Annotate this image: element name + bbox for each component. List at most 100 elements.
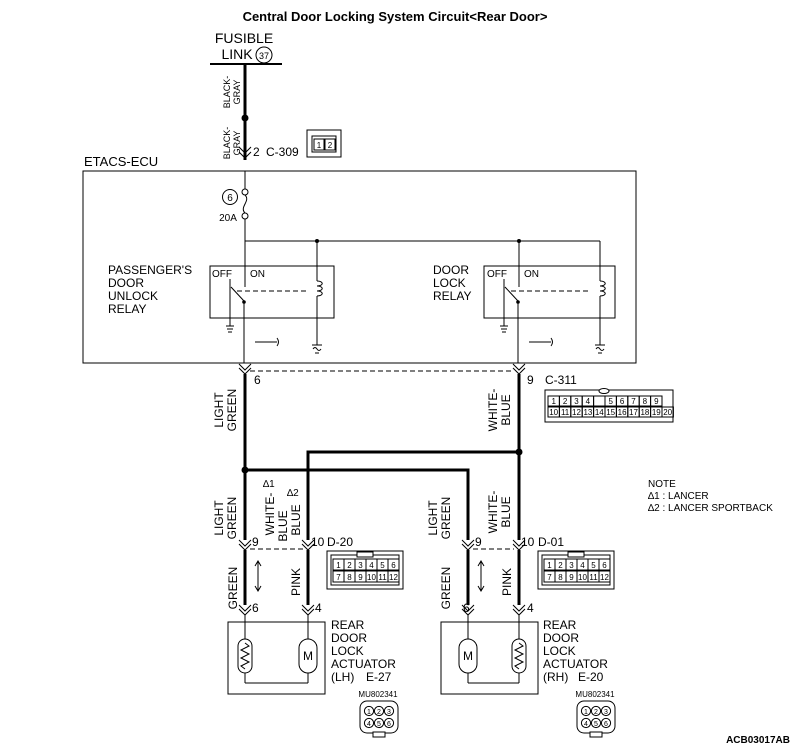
wire-color-light-green-upper-1: LIGHT <box>212 392 226 428</box>
d01-mark-right-a <box>512 539 526 547</box>
wire-color-black-gray-2b: GRAY <box>232 131 242 156</box>
c311-mark-left-b <box>238 367 252 375</box>
e27-name: E-27 <box>366 670 392 684</box>
e27-mark-left-b <box>238 608 252 616</box>
e27-connector-latch <box>372 731 386 738</box>
e20-pin-label: 1 <box>584 709 588 716</box>
d01-pin-right: 10 <box>521 535 535 549</box>
wire-color-light-green-upper-2: GREEN <box>225 389 239 432</box>
e27-pin <box>363 717 375 729</box>
relay1-coil-ground-2 <box>312 347 322 351</box>
c311-cell-label: 19 <box>652 408 661 417</box>
wire-color-blue-star1: BLUE <box>276 510 290 541</box>
relay1-output-break <box>276 337 279 347</box>
current-arrow-rh <box>477 560 485 592</box>
e20-mark-left-a <box>461 604 475 612</box>
c311-cell-label: 1 <box>551 397 556 406</box>
relay2-box <box>483 265 616 319</box>
e27-pin <box>373 705 385 717</box>
d20-pin-right: 10 <box>311 535 325 549</box>
d20-cell-label: 3 <box>358 561 363 570</box>
c309-cell-2 <box>324 138 336 151</box>
d01-cell-label: 11 <box>589 573 598 582</box>
wire-color-white-star1: WHITE- <box>263 493 277 536</box>
e20-pin-label: 4 <box>584 721 588 728</box>
e27-pin <box>363 705 375 717</box>
relay2-switch-arm <box>504 286 519 302</box>
fuse-element <box>242 194 248 214</box>
fuse-number-circle <box>222 189 238 205</box>
d20-cell-label: 8 <box>347 573 352 582</box>
e27-mark-left-a <box>238 604 252 612</box>
d20-name: D-20 <box>327 535 353 549</box>
d20-cell-label: 7 <box>336 573 341 582</box>
c311-cell-label: 15 <box>606 408 615 417</box>
e27-pin <box>383 705 395 717</box>
c311-pin-right: 9 <box>527 373 534 387</box>
e27-part-number: MU802341 <box>358 690 398 699</box>
e20-pin-right: 4 <box>527 601 534 615</box>
relay1-on-label: ON <box>250 269 265 280</box>
wire-color-green-rh: GREEN <box>439 567 453 610</box>
rh-motor-label: M <box>463 649 473 663</box>
d20-mark-left-a <box>238 539 252 547</box>
c311-cell-label: 20 <box>663 408 672 417</box>
e20-pin-left: 6 <box>463 601 470 615</box>
lh-motor-label: M <box>303 649 313 663</box>
fuse-number: 6 <box>227 193 233 204</box>
d20-mark-right-a <box>301 539 315 547</box>
d01-mark-left-b <box>461 543 475 551</box>
d20-connector-outline <box>326 550 404 590</box>
c309-name: C-309 <box>266 145 299 159</box>
c309-connector-outline <box>306 129 342 158</box>
c311-name: C-311 <box>545 373 577 387</box>
connector-mark-c309-b <box>238 151 252 159</box>
c311-cell-label: 2 <box>563 397 568 406</box>
relay1-label-2: DOOR <box>108 276 144 290</box>
ecu-name: ETACS-ECU <box>84 154 158 169</box>
relay2-output-break <box>550 337 553 347</box>
rh-heater-element <box>513 642 525 670</box>
d20-cell-label: 6 <box>391 561 396 570</box>
e27-pin <box>383 717 395 729</box>
c311-cell <box>650 395 663 407</box>
d20-key <box>356 551 374 558</box>
fuse-terminal-top <box>241 188 249 196</box>
c311-mark-left-a <box>238 363 252 371</box>
e27-connector-outline <box>359 700 399 734</box>
e27-pin-label: 1 <box>367 709 371 716</box>
d01-mark-left-a <box>461 539 475 547</box>
relay2-on-label: ON <box>524 269 539 280</box>
wire-color-light-green-rh-2: GREEN <box>439 497 453 540</box>
d01-cell <box>598 558 611 571</box>
wire-color-pink-rh: PINK <box>500 568 514 596</box>
diagram-title: Central Door Locking System Circuit<Rear… <box>243 9 548 24</box>
d20-cell <box>387 558 400 571</box>
wire-color-blue-star2: BLUE <box>289 504 303 535</box>
d20-cell-label: 1 <box>336 561 341 570</box>
e20-name: E-20 <box>578 670 604 684</box>
lh-label-1: REAR <box>331 618 365 632</box>
d01-cell-label: 4 <box>580 561 585 570</box>
relay1-label-1: PASSENGER'S <box>108 263 192 277</box>
c311-cell-label: 4 <box>586 397 591 406</box>
c311-cell <box>593 395 606 407</box>
wire-color-black-gray-1b: GRAY <box>232 80 242 105</box>
d01-pin-left: 9 <box>475 535 482 549</box>
c311-cell-label: 18 <box>640 408 649 417</box>
wire-color-light-green-lh-2: GREEN <box>225 497 239 540</box>
wire-color-green-lh: GREEN <box>226 567 240 610</box>
c311-cell-label: 3 <box>574 397 579 406</box>
note-heading: NOTE <box>648 479 676 490</box>
lh-label-2: DOOR <box>331 631 367 645</box>
d01-connector-outline <box>537 550 615 590</box>
e27-pin <box>373 717 385 729</box>
e20-pin-label: 2 <box>594 709 598 716</box>
